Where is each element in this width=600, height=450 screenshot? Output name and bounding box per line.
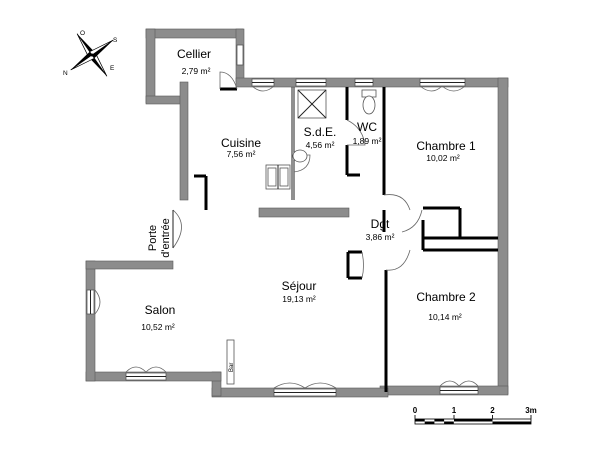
wall-kitchen-left	[179, 81, 189, 201]
window-cellier	[236, 44, 244, 66]
compass-east: E	[110, 65, 115, 72]
room-area-sde: 4,56 m²	[306, 140, 335, 150]
entry-label-line1: Porte	[147, 225, 159, 251]
room-name-sejour: Séjour	[282, 279, 317, 293]
scale-tick-3: 3m	[525, 406, 537, 415]
room-name-chambre2: Chambre 2	[416, 290, 476, 304]
bar-counter	[226, 339, 235, 385]
window-casements	[94, 85, 479, 389]
room-area-wc: 1,89 m²	[353, 136, 382, 146]
compass-south: S	[113, 37, 118, 44]
scale-tick-1: 1	[452, 406, 457, 415]
entry-label-line2: d'entrée	[160, 218, 172, 257]
room-name-salon: Salon	[145, 303, 176, 317]
room-name-chambre1: Chambre 1	[416, 139, 476, 153]
bar-label: Bar	[229, 363, 235, 372]
room-area-cuisine: 7,56 m²	[227, 149, 256, 159]
room-name-sde: S.d.E.	[304, 125, 337, 139]
compass-west: O	[80, 30, 85, 37]
room-area-chambre1: 10,02 m²	[426, 153, 460, 163]
compass-north: N	[63, 70, 68, 77]
room-name-wc: WC	[357, 120, 377, 134]
wall-salon-top	[85, 260, 174, 270]
wall-kitchen-bottom	[258, 207, 350, 218]
wall-salon-left	[85, 260, 96, 382]
scale-bar: 0 1 2 3m	[413, 406, 537, 425]
wall-cellier-top	[145, 28, 244, 39]
room-name-cuisine: Cuisine	[221, 136, 261, 150]
room-area-cellier: 2,79 m²	[182, 66, 211, 76]
entry-label: Porte d'entrée	[147, 218, 172, 257]
room-name-cellier: Cellier	[177, 47, 211, 61]
room-area-salon: 10,52 m²	[141, 322, 175, 332]
wall-right	[497, 77, 509, 395]
room-name-dgt: Dgt	[371, 217, 390, 231]
room-area-sejour: 19,13 m²	[282, 294, 316, 304]
interior-walls	[194, 87, 498, 392]
fixtures	[226, 89, 377, 385]
scale-tick-0: 0	[413, 406, 418, 415]
wall-cellier-left	[145, 28, 156, 104]
scale-tick-2: 2	[490, 406, 495, 415]
room-area-dgt: 3,86 m²	[366, 232, 395, 242]
sdE-sink	[292, 149, 308, 163]
room-area-chambre2: 10,14 m²	[428, 312, 462, 322]
windows	[86, 44, 479, 397]
compass-rose-icon	[70, 33, 114, 77]
room-labels: Cellier 2,79 m² Cuisine 7,56 m² S.d.E. 4…	[141, 47, 476, 332]
doors	[172, 71, 423, 279]
wc-bowl	[362, 95, 376, 115]
